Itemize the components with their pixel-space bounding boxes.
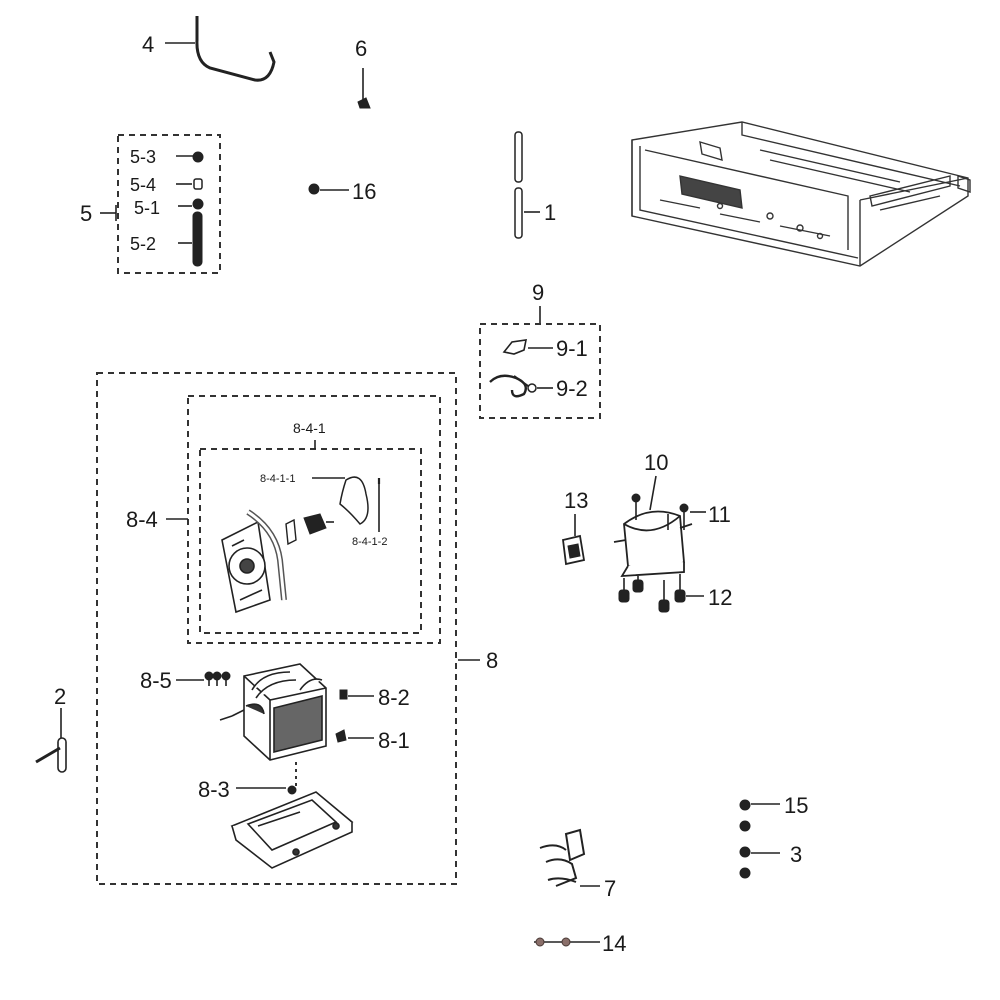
- label-9-1: 9-1: [556, 336, 588, 361]
- group-box-5: [117, 134, 221, 274]
- label-6: 6: [355, 36, 367, 61]
- part-9-2-harness: [489, 374, 553, 398]
- part-12-grommets: [618, 574, 704, 613]
- part-15-plugs: [739, 799, 780, 832]
- part-8-5-screws: [176, 671, 231, 686]
- label-8-4: 8-4: [126, 507, 158, 532]
- part-9-1-bracket: [502, 339, 553, 355]
- part-10-compressor: [613, 510, 693, 578]
- group-box-8: [96, 372, 457, 885]
- label-5-2: 5-2: [130, 234, 156, 254]
- part-13-relay: [562, 534, 586, 566]
- label-9-2: 9-2: [556, 376, 588, 401]
- label-8-4-1-1: 8-4-1-1: [260, 473, 295, 485]
- label-7: 7: [604, 876, 616, 901]
- label-8-1: 8-1: [378, 728, 410, 753]
- part-1-tubes: [514, 131, 540, 239]
- part-4-pipe: [165, 16, 276, 82]
- part-2-tube: [35, 708, 67, 773]
- label-5-3: 5-3: [130, 147, 156, 167]
- label-12: 12: [708, 585, 732, 610]
- label-8-5: 8-5: [140, 668, 172, 693]
- part-8-1-sensor: [335, 729, 374, 743]
- part-drain-tray: [230, 791, 354, 869]
- part-5-1: [178, 198, 204, 210]
- part-8-4-motor: [303, 513, 334, 535]
- part-evaporator: [219, 663, 327, 761]
- part-5-4: [176, 178, 203, 190]
- label-9: 9: [532, 280, 544, 305]
- part-5-3: [176, 151, 204, 163]
- label-4: 4: [142, 32, 154, 57]
- label-5-1: 5-1: [134, 198, 160, 218]
- label-15: 15: [784, 793, 808, 818]
- part-16-plug: [308, 183, 349, 195]
- part-8-2-connector: [339, 689, 374, 700]
- label-8-4-1-2: 8-4-1-2: [352, 536, 387, 548]
- group-box-8-4-1: [199, 448, 422, 634]
- label-5-4: 5-4: [130, 175, 156, 195]
- part-14-clips: [534, 937, 600, 947]
- label-16: 16: [352, 179, 376, 204]
- part-6-clip: [357, 68, 371, 109]
- part-8-4-1-1-fan-blade: [339, 476, 369, 525]
- label-14: 14: [602, 931, 626, 956]
- part-8-4-duct: [246, 509, 287, 601]
- label-8-4-1: 8-4-1: [293, 420, 326, 436]
- part-8-4-fan-shroud: [221, 520, 271, 614]
- label-2: 2: [54, 684, 66, 709]
- label-11: 11: [708, 502, 731, 527]
- label-3: 3: [790, 842, 802, 867]
- label-5: 5: [80, 201, 92, 226]
- part-7-harness: [539, 828, 600, 887]
- label-8: 8: [486, 648, 498, 673]
- part-3-plugs: [739, 846, 780, 879]
- label-13: 13: [564, 488, 588, 513]
- label-1: 1: [544, 200, 556, 225]
- part-8-4-bracket: [285, 518, 297, 546]
- part-5-2: [178, 211, 203, 267]
- part-8-3-drain-fitting: [236, 785, 297, 795]
- label-10: 10: [644, 450, 668, 475]
- label-8-2: 8-2: [378, 685, 410, 710]
- label-8-3: 8-3: [198, 777, 230, 802]
- group-box-9: [479, 323, 601, 419]
- machine-compartment-tray: [631, 121, 971, 267]
- part-11-bolts: [631, 493, 706, 530]
